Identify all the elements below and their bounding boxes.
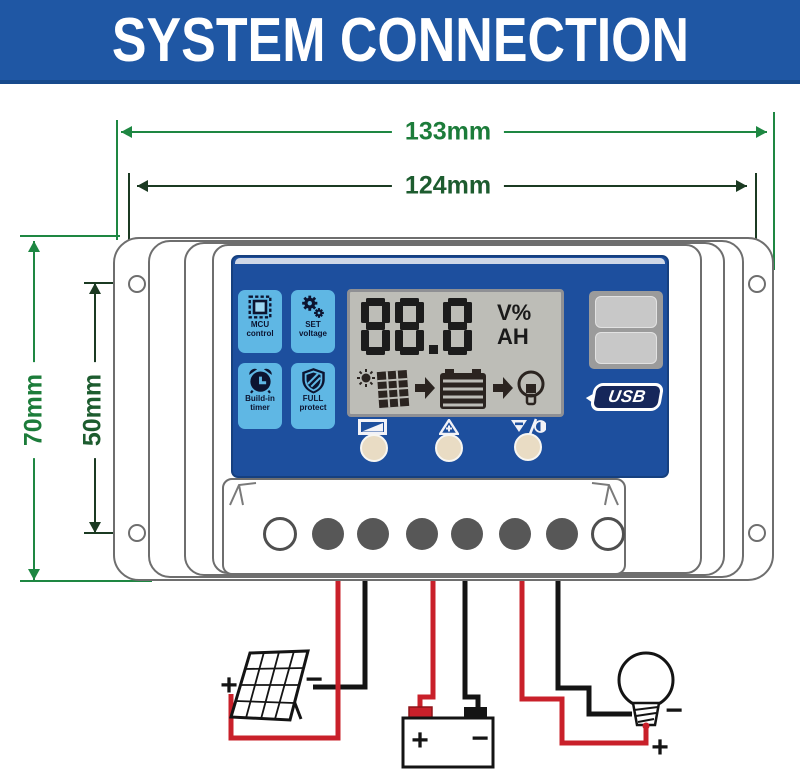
dim-70-arrow-up-icon [28, 241, 40, 252]
usb-port-top [595, 296, 657, 328]
load-negative-wire [555, 577, 632, 717]
bulb-icon [517, 370, 545, 406]
dim-124-arrow-left-icon [137, 180, 148, 192]
lcd-flow-icons [357, 369, 545, 409]
badge-label-line2: control [246, 328, 274, 338]
badge-label-line2: timer [250, 402, 270, 412]
dim-133-arrow-right-icon [756, 126, 767, 138]
battery-positive-wire [417, 577, 436, 711]
panel-gloss-strip [235, 258, 665, 264]
solar-panel-icon [376, 369, 410, 409]
dim-hole-width-label: 124mm [391, 171, 505, 201]
up-button [435, 434, 463, 462]
load-mode-icon [358, 419, 387, 435]
feature-badge-mcu-control: MCU control [238, 290, 282, 353]
arrow-right-icon [493, 377, 513, 399]
gears-icon [302, 295, 324, 318]
solar-negative-wire [313, 577, 368, 690]
solar-plus-label: + [220, 669, 238, 702]
dim-50-ext-top [84, 282, 138, 284]
terminal-screw [546, 518, 578, 550]
dim-133-ext-left [116, 120, 118, 240]
title-banner: SYSTEM CONNECTION [0, 0, 800, 84]
badge-label-line1: SET [305, 320, 321, 329]
battery [401, 706, 495, 769]
feature-badge-build-in-timer: Build-in timer [238, 363, 282, 429]
recess-screw-hole-right [591, 517, 625, 551]
dim-70-ext-bottom [20, 580, 152, 582]
mounting-hole-top-left [128, 275, 146, 293]
dim-124-arrow-right-icon [736, 180, 747, 192]
dim-124-ext-right [755, 173, 757, 283]
terminal-screw [406, 518, 438, 550]
load-positive-wire [519, 577, 649, 746]
arrow-right-icon [415, 377, 435, 399]
feature-badge-full-protect: FULL protect [291, 363, 335, 429]
wiring-diagram [228, 577, 675, 769]
solar-minus-label: − [305, 663, 323, 696]
alarm-clock-icon [248, 368, 272, 394]
dim-133-arrow-left-icon [121, 126, 132, 138]
dim-70-ext-top [20, 235, 120, 237]
terminal-screw [499, 518, 531, 550]
battery-minus-label: − [471, 722, 489, 755]
battery-icon [440, 369, 486, 409]
terminal-screw [357, 518, 389, 550]
lcd-unit-bottom: AH [497, 324, 529, 349]
up-plus-triangle-icon [439, 419, 459, 435]
recess-bevel-left [229, 482, 257, 506]
battery-positive-terminal [408, 706, 433, 719]
lcd-digits [361, 298, 472, 355]
usb-logo-text: USB [606, 387, 648, 406]
terminal-screw [312, 518, 344, 550]
shield-icon [301, 368, 325, 394]
down-button [514, 433, 542, 461]
mounting-hole-top-right [748, 275, 766, 293]
dim-133-ext-right [773, 112, 775, 270]
usb-logo: USB [589, 383, 665, 411]
usb-port-bottom [595, 332, 657, 364]
lcd-unit-top: V% [497, 300, 532, 325]
battery-negative-terminal [464, 707, 487, 718]
mounting-hole-bottom-left [128, 524, 146, 542]
light-bulb [617, 651, 675, 730]
dim-50-ext-bottom [84, 532, 138, 534]
page-title: SYSTEM CONNECTION [111, 5, 689, 75]
mcu-chip-stamp-icon [248, 295, 272, 319]
recess-bevel-right [591, 482, 619, 506]
dim-overall-height-label: 70mm [19, 361, 49, 459]
badge-label-line1: Build-in [245, 394, 275, 403]
badge-label-line1: MCU [250, 320, 270, 329]
mounting-hole-bottom-right [748, 524, 766, 542]
dim-124-ext-left [128, 173, 130, 281]
usb-ports [589, 291, 663, 369]
dim-70-arrow-down-icon [28, 569, 40, 580]
dim-overall-width-label: 133mm [391, 117, 505, 147]
mode-button [360, 434, 388, 462]
bulb-tip-contact [642, 722, 650, 730]
down-minus-contrast-icon [511, 418, 546, 435]
feature-badge-set-voltage: SET voltage [291, 290, 335, 353]
badge-label-line1: FULL [302, 394, 324, 403]
bulb-plus-label: + [651, 731, 669, 764]
battery-negative-wire [462, 577, 481, 711]
badge-label-line2: protect [299, 402, 327, 412]
recess-screw-hole-left [263, 517, 297, 551]
battery-plus-label: + [411, 724, 429, 757]
dim-50-arrow-down-icon [89, 522, 101, 533]
sun-icon [357, 369, 375, 387]
terminal-screw [451, 518, 483, 550]
badge-label-line2: voltage [298, 328, 327, 338]
dim-hole-height-label: 50mm [78, 361, 108, 459]
bulb-minus-label: − [665, 694, 683, 727]
dim-50-arrow-up-icon [89, 283, 101, 294]
solar-panel [229, 649, 310, 722]
